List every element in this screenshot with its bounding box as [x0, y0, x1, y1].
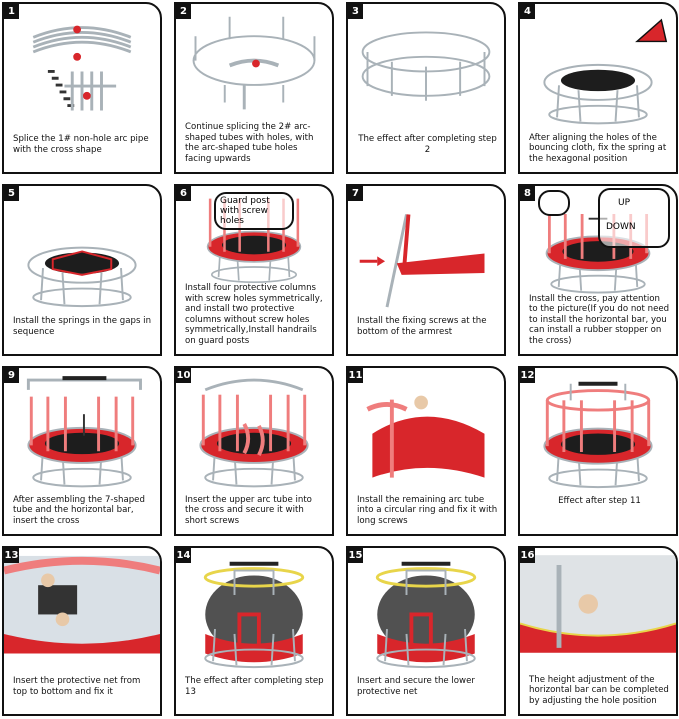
step-caption: Install the remaining arc tube into a ci…: [357, 494, 498, 526]
step-panel-10: 10 Insert the upper arc tube into the cr…: [174, 366, 334, 536]
step-panel-14: 14 The effect after completing step 13: [174, 546, 334, 716]
step-caption: The height adjustment of the horizontal …: [529, 674, 669, 706]
step-caption: Install four protective columns with scr…: [185, 283, 323, 346]
step-number-badge: 8: [520, 186, 535, 201]
step-caption: Effect after step 11: [558, 496, 641, 506]
step-caption: Install the cross, pay attention to the …: [529, 293, 670, 346]
step-number-badge: 16: [520, 548, 535, 563]
step-caption: After aligning the holes of the bouncing…: [529, 132, 667, 164]
step-illustration: Guard post with screw holes: [176, 186, 332, 283]
step-panel-7: 7 Install the fixing screws at the botto…: [346, 184, 506, 356]
step-number-badge: 4: [520, 4, 535, 19]
up-label: UP: [618, 198, 631, 208]
step-panel-16: 16 The height adjustment of the horizont…: [518, 546, 678, 716]
step-number-badge: 5: [4, 186, 19, 201]
step-caption: Insert and secure the lower protective n…: [357, 676, 475, 697]
step-panel-3: 3 The effect after completing step 2: [346, 2, 506, 174]
step-caption: The effect after completing step 2: [358, 134, 497, 155]
step-illustration: [520, 368, 676, 496]
step-illustration: [4, 368, 160, 495]
callout-up-down: UP DOWN: [598, 188, 670, 248]
step-panel-6: 6 Guard post with screw holes Install fo…: [174, 184, 334, 356]
callout-stopper: [538, 190, 570, 216]
step-number-badge: 12: [520, 368, 535, 383]
step-illustration: [4, 548, 160, 676]
step-illustration: [348, 368, 504, 495]
step-number-badge: 10: [176, 368, 191, 383]
step-panel-1: 1 Splice the 1# non-hole arc pipe with t…: [2, 2, 162, 174]
callout-guard-post: Guard post with screw holes: [214, 192, 294, 230]
step-panel-11: 11 Install the remaining arc tube into a…: [346, 366, 506, 536]
step-caption: Continue splicing the 2# arc-shaped tube…: [185, 122, 314, 164]
step-illustration: [348, 548, 504, 676]
step-panel-2: 2 Continue splicing the 2# arc-shaped tu…: [174, 2, 334, 174]
step-number-badge: 1: [4, 4, 19, 19]
step-caption: Install the fixing screws at the bottom …: [357, 316, 487, 337]
step-number-badge: 7: [348, 186, 363, 201]
step-number-badge: 9: [4, 368, 19, 383]
step-caption: Insert the protective net from top to bo…: [13, 676, 141, 697]
step-illustration: [520, 548, 676, 675]
step-illustration: [176, 368, 332, 495]
step-panel-13: 13 Insert the protective net from top to…: [2, 546, 162, 716]
step-panel-4: 4 After aligning the holes of the bounci…: [518, 2, 678, 174]
step-number-badge: 14: [176, 548, 191, 563]
step-illustration: [520, 4, 676, 133]
step-number-badge: 13: [4, 548, 19, 563]
step-illustration: [348, 4, 504, 134]
step-illustration: [4, 4, 160, 134]
step-illustration: [348, 186, 504, 316]
step-illustration: [176, 548, 332, 676]
step-caption: The effect after completing step 13: [185, 676, 324, 697]
step-panel-9: 9 After assembling the 7-shaped tube and…: [2, 366, 162, 536]
step-illustration: [4, 186, 160, 316]
step-caption: After assembling the 7-shaped tube and t…: [13, 494, 145, 526]
down-label: DOWN: [606, 222, 636, 232]
step-caption: Install the springs in the gaps in seque…: [13, 316, 152, 337]
step-illustration: [176, 4, 332, 122]
step-illustration: UP DOWN: [520, 186, 676, 294]
step-caption: Splice the 1# non-hole arc pipe with the…: [13, 134, 149, 155]
step-panel-5: 5 Install the springs in the gaps in seq…: [2, 184, 162, 356]
step-number-badge: 11: [348, 368, 363, 383]
step-panel-12: 12 Effect after step 11: [518, 366, 678, 536]
step-number-badge: 2: [176, 4, 191, 19]
step-number-badge: 3: [348, 4, 363, 19]
step-panel-8: 8 UP DOWN Install the cross, pay attentio…: [518, 184, 678, 356]
step-panel-15: 15 Insert and secure the lower protectiv…: [346, 546, 506, 716]
step-number-badge: 6: [176, 186, 191, 201]
step-number-badge: 15: [348, 548, 363, 563]
step-caption: Insert the upper arc tube into the cross…: [185, 494, 312, 526]
